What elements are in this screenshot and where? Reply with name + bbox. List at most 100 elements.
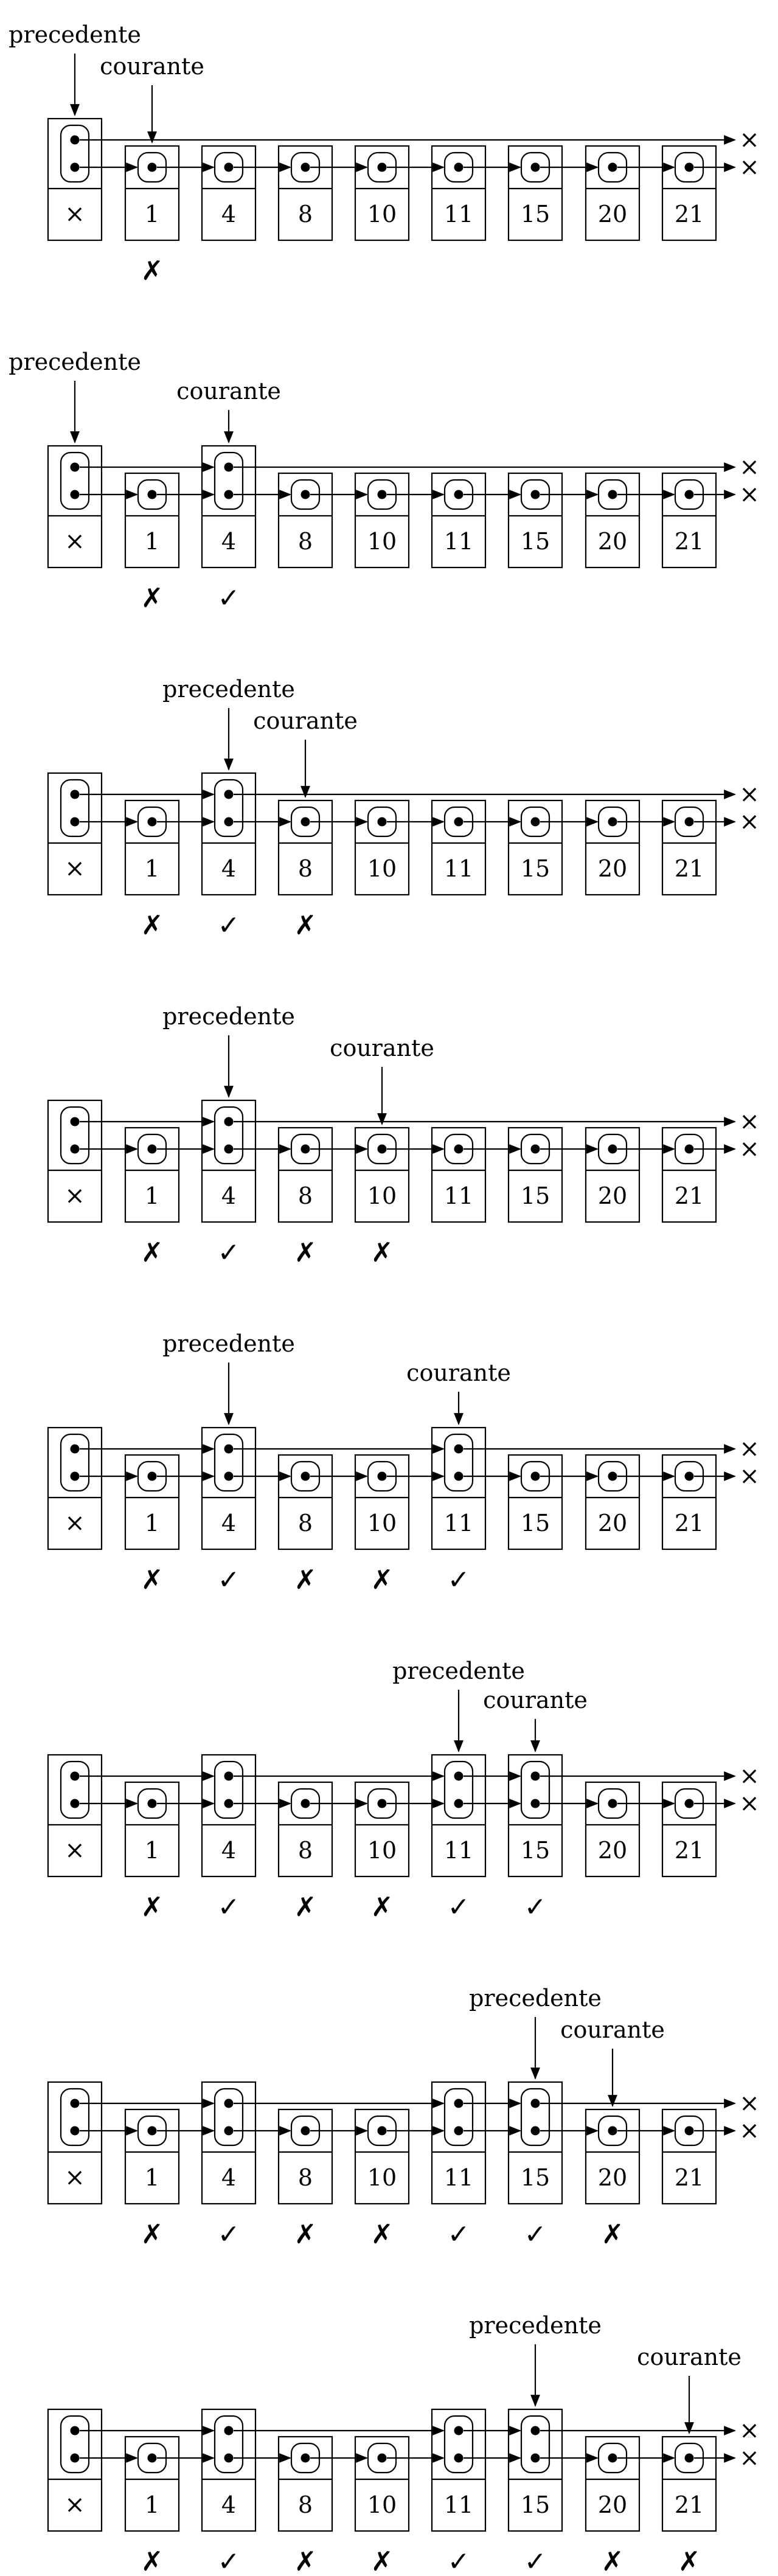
node-value: 15 [521, 201, 550, 227]
pointer-dot [530, 1144, 540, 1154]
pointer-dot [224, 817, 234, 827]
list-node: 10 [354, 2108, 410, 2205]
pointer-dot [70, 2453, 80, 2463]
check-mark: ✓ [524, 2219, 547, 2250]
cross-mark: ✗ [141, 910, 164, 941]
list-node: 20 [585, 1454, 641, 1550]
precedente-label: precedente [9, 349, 141, 375]
list-node: 1 [124, 1127, 180, 1223]
precedente-pointer: precedente [469, 2312, 602, 2407]
node-value: 1 [145, 201, 159, 227]
cross-mark: ✗ [371, 2546, 394, 2573]
head-node: × [47, 1754, 103, 1878]
pointer-dot [684, 162, 694, 172]
list-node: 11 [431, 799, 487, 896]
cross-mark: ✗ [371, 1564, 394, 1595]
precedente-pointer: precedente [162, 1003, 295, 1098]
precedente-label: precedente [162, 676, 295, 703]
pointer-dot [147, 2453, 157, 2463]
nil-marker: × [739, 1790, 760, 1817]
check-mark: ✓ [218, 2219, 240, 2250]
pointer-dot [70, 1799, 80, 1808]
node-value: 20 [598, 2164, 627, 2191]
cross-mark: ✗ [141, 1237, 164, 1268]
node-value: 10 [367, 855, 397, 882]
pointer-dot [454, 1144, 464, 1154]
precedente-label: precedente [469, 1985, 602, 2012]
pointer-dot [224, 1117, 234, 1127]
pointer-dot [530, 1799, 540, 1808]
list-node: 21 [661, 2108, 717, 2205]
pointer-dot [70, 1144, 80, 1154]
list-node: 1 [124, 145, 180, 241]
pointer-dot [224, 1471, 234, 1481]
node-value: 1 [145, 2164, 159, 2191]
node-value: 15 [521, 1182, 550, 1209]
head-value: × [64, 2164, 85, 2192]
pointer-dot [70, 1771, 80, 1781]
courante-label: courante [330, 1035, 434, 1061]
node-value: 8 [298, 528, 313, 555]
pointer-dot [530, 2099, 540, 2108]
nil-marker: × [739, 453, 760, 481]
pointer-dot [454, 1444, 464, 1454]
head-value: × [64, 855, 85, 883]
pointer-dot [454, 1799, 464, 1808]
node-value: 15 [521, 1837, 550, 1864]
list-node: 8 [277, 799, 333, 896]
node-value: 8 [298, 201, 313, 227]
pointer-dot [70, 1471, 80, 1481]
node-value: 15 [521, 2164, 550, 2191]
node-value: 20 [598, 1837, 627, 1864]
pointer-dot [530, 817, 540, 827]
list-node: 21 [661, 1781, 717, 1878]
list-node: 15 [507, 1754, 563, 1878]
cross-mark: ✗ [141, 2546, 164, 2573]
node-value: 21 [675, 2491, 704, 2518]
pointer-dot [608, 2126, 617, 2136]
list-node: 1 [124, 1781, 180, 1878]
node-value: 11 [444, 2164, 473, 2191]
pointer-dot [454, 2426, 464, 2435]
list-node: 20 [585, 1781, 641, 1878]
node-value: 20 [598, 201, 627, 227]
node-value: 10 [367, 1182, 397, 1209]
node-value: 8 [298, 2491, 313, 2518]
head-value: × [64, 1182, 85, 1210]
list-node: 11 [431, 1127, 487, 1223]
node-value: 1 [145, 855, 159, 882]
courante-pointer: courante [560, 2016, 665, 2107]
pointer-dot [530, 2126, 540, 2136]
pointer-dot [608, 1144, 617, 1154]
courante-label: courante [637, 2344, 742, 2370]
node-value: 10 [367, 1510, 397, 1536]
pointer-dot [377, 817, 387, 827]
pointer-dot [377, 162, 387, 172]
precedente-label: precedente [162, 1330, 295, 1357]
precedente-pointer: precedente [392, 1658, 525, 1752]
pointer-dot [224, 2453, 234, 2463]
pointer-dot [454, 1471, 464, 1481]
nil-marker: × [739, 126, 760, 154]
list-node: 8 [277, 2108, 333, 2205]
pointer-dot [454, 162, 464, 172]
cross-mark: ✗ [141, 1564, 164, 1595]
pointer-dot [147, 817, 157, 827]
node-value: 20 [598, 2491, 627, 2518]
pointer-dot [224, 1771, 234, 1781]
node-value: 15 [521, 528, 550, 555]
list-node: 21 [661, 145, 717, 241]
node-value: 15 [521, 855, 550, 882]
list-node: 20 [585, 2108, 641, 2205]
precedente-pointer: precedente [162, 676, 295, 771]
pointer-dot [147, 1144, 157, 1154]
list-node: 15 [507, 1454, 563, 1550]
pointer-dot [224, 490, 234, 499]
node-value: 10 [367, 1837, 397, 1864]
head-node: × [47, 117, 103, 241]
pointer-dot [300, 817, 310, 827]
list-node: 4 [201, 1099, 257, 1223]
